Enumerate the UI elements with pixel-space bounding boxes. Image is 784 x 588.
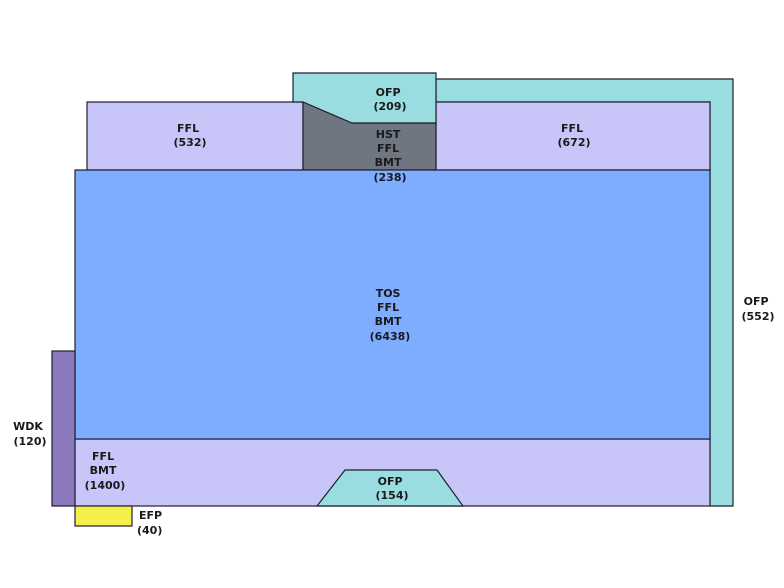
efp-region bbox=[74, 505, 133, 527]
label-wdk: WDK (120) bbox=[13, 420, 47, 448]
label-ofp-top: OFP (209) bbox=[373, 86, 406, 113]
ofp-bottom-region bbox=[315, 469, 465, 507]
ofp-top-region bbox=[292, 72, 437, 124]
tos-region bbox=[74, 169, 711, 440]
label-ffl-bottom: FFL BMT (1400) bbox=[85, 450, 126, 492]
label-ofp-right: OFP (552) bbox=[741, 295, 774, 323]
label-ofp-bottom: OFP (154) bbox=[375, 475, 408, 502]
label-hst: HST FFL BMT (238) bbox=[373, 128, 406, 184]
label-ffl-right: FFL (672) bbox=[557, 122, 590, 149]
label-tos: TOS FFL BMT (6438) bbox=[370, 287, 411, 343]
ffl-right-region bbox=[435, 101, 711, 171]
wdk-region bbox=[51, 350, 76, 507]
label-efp: EFP (40) bbox=[137, 509, 166, 537]
label-ffl-left: FFL (532) bbox=[173, 122, 206, 149]
